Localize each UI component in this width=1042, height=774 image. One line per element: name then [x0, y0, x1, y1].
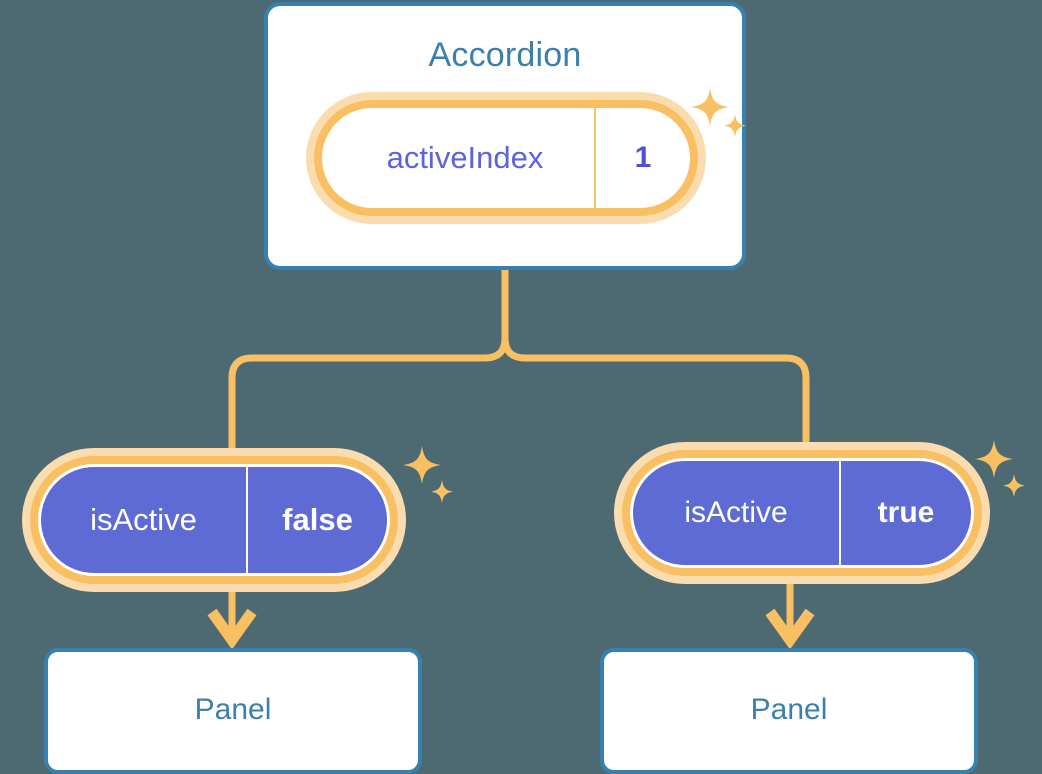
arrow-down-icon-left — [207, 588, 257, 650]
prop-value-label: true — [839, 461, 971, 565]
prop-key-label: isActive — [90, 502, 197, 537]
prop-pill-is-active-true[interactable]: isActive true — [614, 442, 990, 584]
panel-box-right[interactable]: Panel — [600, 648, 978, 774]
panel-label: Panel — [750, 693, 828, 726]
branch-connector — [228, 266, 810, 456]
prop-value-label: false — [246, 467, 387, 573]
sparkle-icon — [403, 446, 441, 484]
prop-pill-is-active-false[interactable]: isActive false — [22, 448, 406, 592]
arrow-down-icon-right — [765, 582, 815, 650]
pill-body: isActive true — [630, 458, 974, 568]
sparkle-small-icon — [1003, 474, 1025, 497]
pill-body: activeIndex 1 — [322, 108, 690, 208]
state-value-label: 1 — [594, 108, 690, 208]
state-key-label: activeIndex — [386, 140, 544, 175]
prop-key-label: isActive — [684, 496, 788, 529]
pill-body: isActive false — [38, 464, 390, 576]
sparkle-small-icon — [431, 480, 453, 503]
sparkle-icon — [975, 440, 1013, 478]
page-title: Accordion — [428, 36, 582, 74]
panel-box-left[interactable]: Panel — [44, 648, 422, 774]
sparkle-group-left — [396, 440, 464, 508]
state-pill-active-index[interactable]: activeIndex 1 — [306, 92, 706, 224]
panel-label: Panel — [194, 693, 272, 726]
